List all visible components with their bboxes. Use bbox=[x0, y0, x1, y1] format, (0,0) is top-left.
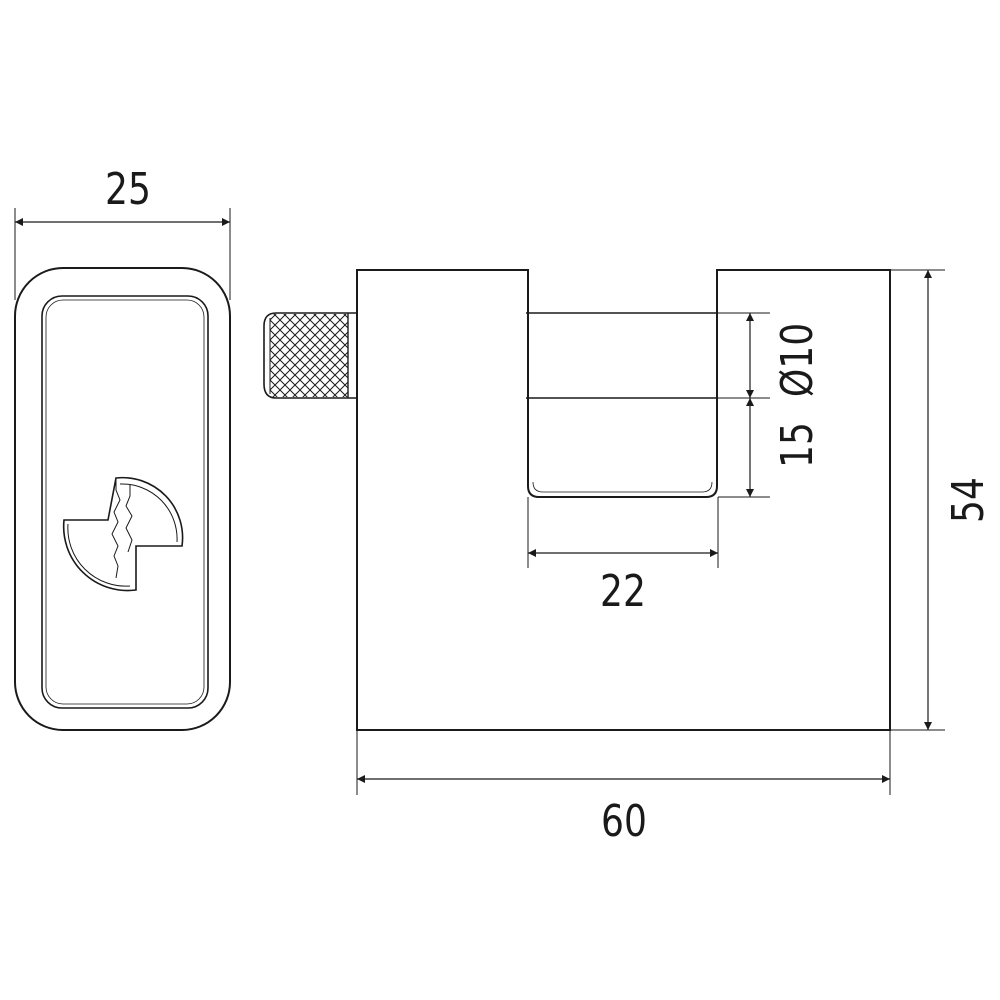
dimension-shackle-clearance: 15 bbox=[718, 398, 823, 498]
dimension-label-shackle-clearance: 15 bbox=[773, 422, 823, 468]
knurl-texture bbox=[270, 314, 348, 397]
lock-body-outline bbox=[356, 269, 891, 731]
dimension-label-side-width: 25 bbox=[105, 165, 151, 215]
shackle-channel-inner bbox=[532, 481, 713, 493]
dimension-shackle-opening: 22 bbox=[527, 497, 719, 617]
dimension-body-width: 60 bbox=[356, 730, 891, 847]
side-view-outer-outline bbox=[14, 267, 231, 731]
shackle-bar bbox=[526, 312, 718, 399]
side-view-inner-outline-2 bbox=[45, 299, 205, 705]
dimension-label-body-width: 60 bbox=[601, 797, 647, 847]
dimension-side-width: 25 bbox=[14, 165, 231, 300]
knurled-knob bbox=[263, 312, 356, 399]
front-view: Ø10 15 22 54 60 bbox=[263, 269, 994, 847]
dimension-label-shackle-opening: 22 bbox=[600, 567, 646, 617]
keyhole-icon bbox=[62, 476, 184, 592]
dimension-shackle-diameter: Ø10 bbox=[718, 312, 823, 399]
dimension-label-body-height: 54 bbox=[944, 477, 994, 523]
dimension-body-height: 54 bbox=[890, 269, 994, 731]
side-view: 25 bbox=[14, 165, 231, 731]
dimension-label-shackle-diameter: Ø10 bbox=[773, 323, 823, 397]
side-view-inner-outline bbox=[41, 295, 209, 709]
